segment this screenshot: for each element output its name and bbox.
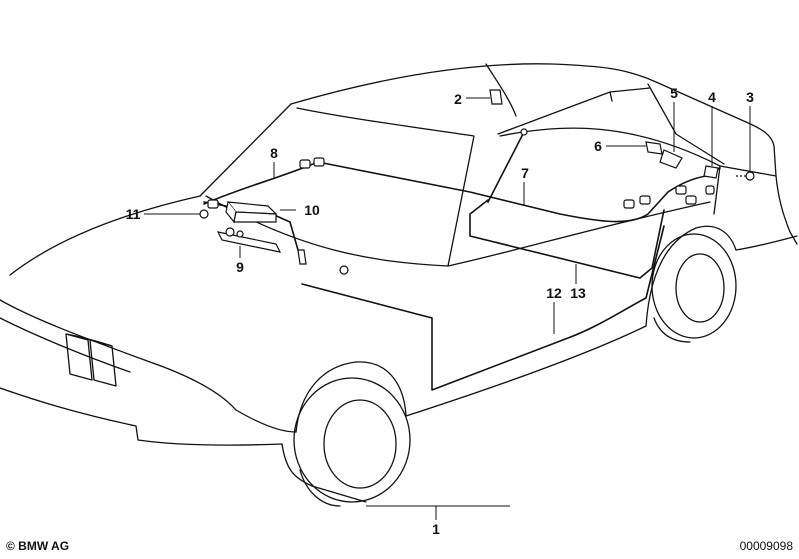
callout-13: 13 — [570, 285, 586, 301]
callout-9: 9 — [236, 259, 244, 275]
inline-connector — [705, 185, 715, 195]
inline-connector — [639, 195, 651, 205]
callout-7: 7 — [521, 165, 529, 181]
inline-connector — [313, 157, 325, 167]
antenna-cable-harness — [203, 131, 721, 391]
mounting-bracket — [216, 231, 282, 253]
nut-3 — [745, 171, 755, 181]
inline-connector — [299, 159, 311, 169]
inline-connector — [675, 185, 687, 195]
connector-4 — [703, 165, 719, 179]
components — [199, 89, 755, 275]
callout-5: 5 — [670, 85, 678, 101]
cable-end — [520, 128, 528, 136]
screw — [199, 209, 209, 219]
callout-1: 1 — [432, 521, 440, 537]
callout-12: 12 — [546, 285, 562, 301]
callout-6: 6 — [594, 138, 602, 154]
inline-connector — [685, 195, 697, 205]
cable-end — [339, 265, 349, 275]
callout-11: 11 — [126, 206, 141, 222]
callout-10: 10 — [304, 202, 320, 218]
callout-8: 8 — [270, 145, 278, 161]
callout-3: 3 — [746, 89, 754, 105]
inline-connector — [207, 199, 219, 209]
callout-2: 2 — [454, 91, 462, 107]
leader-lines — [144, 97, 751, 520]
module-5 — [659, 149, 683, 169]
car-body-outline — [0, 63, 798, 507]
plug — [297, 249, 307, 265]
callout-labels: 1 2 3 4 5 6 7 8 9 10 11 12 13 — [126, 85, 755, 537]
connector-6 — [645, 141, 663, 155]
callout-4: 4 — [708, 89, 716, 105]
document-number: 00009098 — [739, 539, 793, 553]
copyright-notice: © BMW AG — [6, 539, 70, 553]
inline-connector — [623, 199, 635, 209]
connector-2 — [489, 89, 503, 105]
